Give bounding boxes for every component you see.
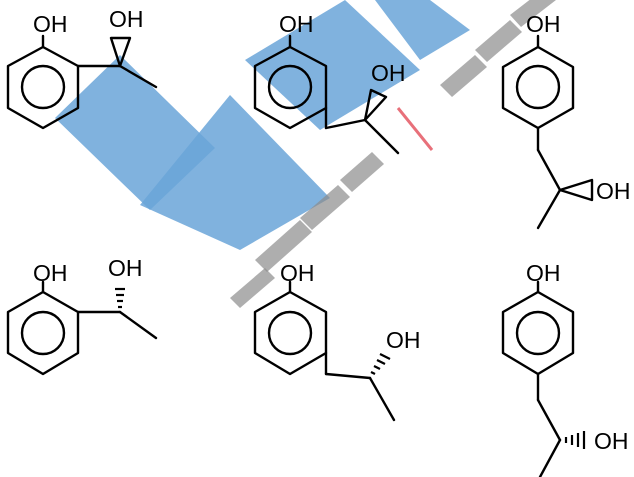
molecule-4: OH OH	[6, 255, 158, 376]
watermark-blue-band-4	[375, 0, 470, 60]
bond-methyl	[368, 376, 396, 422]
label-oh: OH	[596, 178, 631, 204]
benzene-ring	[501, 45, 575, 130]
stereo-wedge-outline	[363, 88, 388, 122]
molecule-2: OH OH	[253, 11, 406, 155]
molecule-1: OH OH	[6, 6, 158, 130]
watermark-red-line	[396, 107, 434, 151]
molecule-5: OH OH	[253, 260, 421, 422]
bond	[536, 148, 562, 192]
aromatic-circle	[515, 310, 561, 356]
label-oh: OH	[109, 6, 144, 32]
benzene-ring	[253, 290, 328, 376]
molecule-6: OH OH	[501, 260, 629, 477]
bond-methyl	[538, 438, 562, 477]
bond	[324, 118, 367, 130]
bond-methyl	[118, 310, 158, 340]
watermark-letter	[510, 0, 556, 27]
aromatic-circle	[20, 310, 66, 356]
label-oh: OH	[386, 327, 421, 353]
label-oh: OH	[279, 11, 314, 37]
benzene-ring	[501, 290, 575, 376]
label-oh: OH	[594, 428, 629, 454]
watermark-blue-band-2	[140, 95, 330, 250]
aromatic-circle	[267, 310, 313, 356]
watermark-blue-band-3	[245, 0, 420, 130]
label-oh: OH	[280, 260, 315, 286]
bond	[324, 372, 372, 380]
watermark-letter	[475, 20, 522, 62]
stereo-wedge-outline	[558, 178, 594, 202]
watermark-letter	[300, 185, 350, 230]
bond-methyl	[118, 64, 158, 89]
label-oh: OH	[108, 255, 143, 281]
stereo-hash	[115, 287, 125, 309]
aromatic-circle	[267, 64, 313, 110]
watermark-letter	[340, 152, 384, 192]
stereo-hash	[370, 353, 391, 375]
aromatic-circle	[515, 64, 561, 110]
label-oh: OH	[526, 260, 561, 286]
label-oh: OH	[33, 11, 68, 37]
watermark-letter	[440, 55, 487, 97]
benzene-ring	[6, 290, 80, 376]
bond-methyl	[536, 188, 562, 230]
label-oh: OH	[371, 60, 406, 86]
label-oh: OH	[526, 11, 561, 37]
bond	[536, 398, 562, 442]
label-oh: OH	[33, 260, 68, 286]
stereo-wedge-outline	[109, 36, 132, 68]
aromatic-circle	[20, 64, 66, 110]
watermark-letter	[230, 268, 275, 308]
watermark	[55, 0, 556, 308]
benzene-ring	[253, 45, 328, 130]
watermark-letter	[255, 220, 312, 272]
molecule-3: OH OH	[501, 11, 631, 230]
bond-methyl	[363, 118, 400, 155]
stereo-hash	[564, 431, 586, 449]
